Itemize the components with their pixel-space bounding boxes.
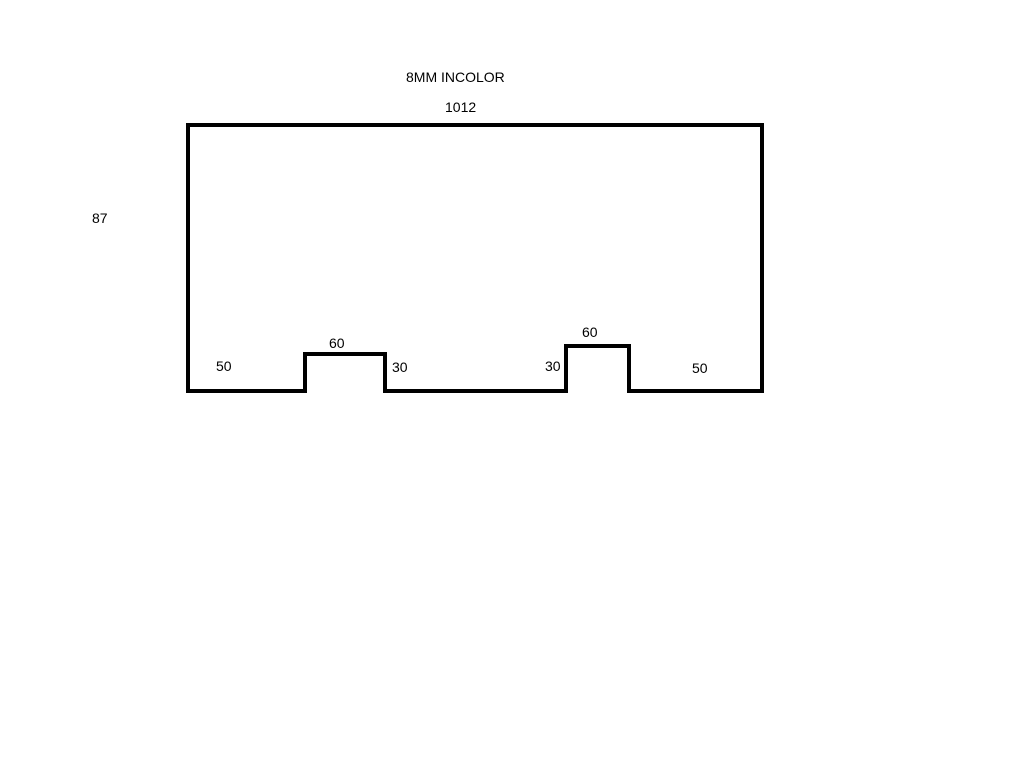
height-dimension-label: 87 <box>92 210 108 226</box>
right-notch-width-label: 60 <box>582 324 598 340</box>
right-gap-dimension-label: 30 <box>545 358 561 374</box>
panel-outline <box>186 123 764 393</box>
right-segment-dimension-label: 50 <box>692 360 708 376</box>
left-gap-dimension-label: 30 <box>392 359 408 375</box>
width-dimension-label: 1012 <box>445 99 476 115</box>
left-notch-width-label: 60 <box>329 335 345 351</box>
material-label: 8MM INCOLOR <box>406 69 505 85</box>
left-segment-dimension-label: 50 <box>216 358 232 374</box>
